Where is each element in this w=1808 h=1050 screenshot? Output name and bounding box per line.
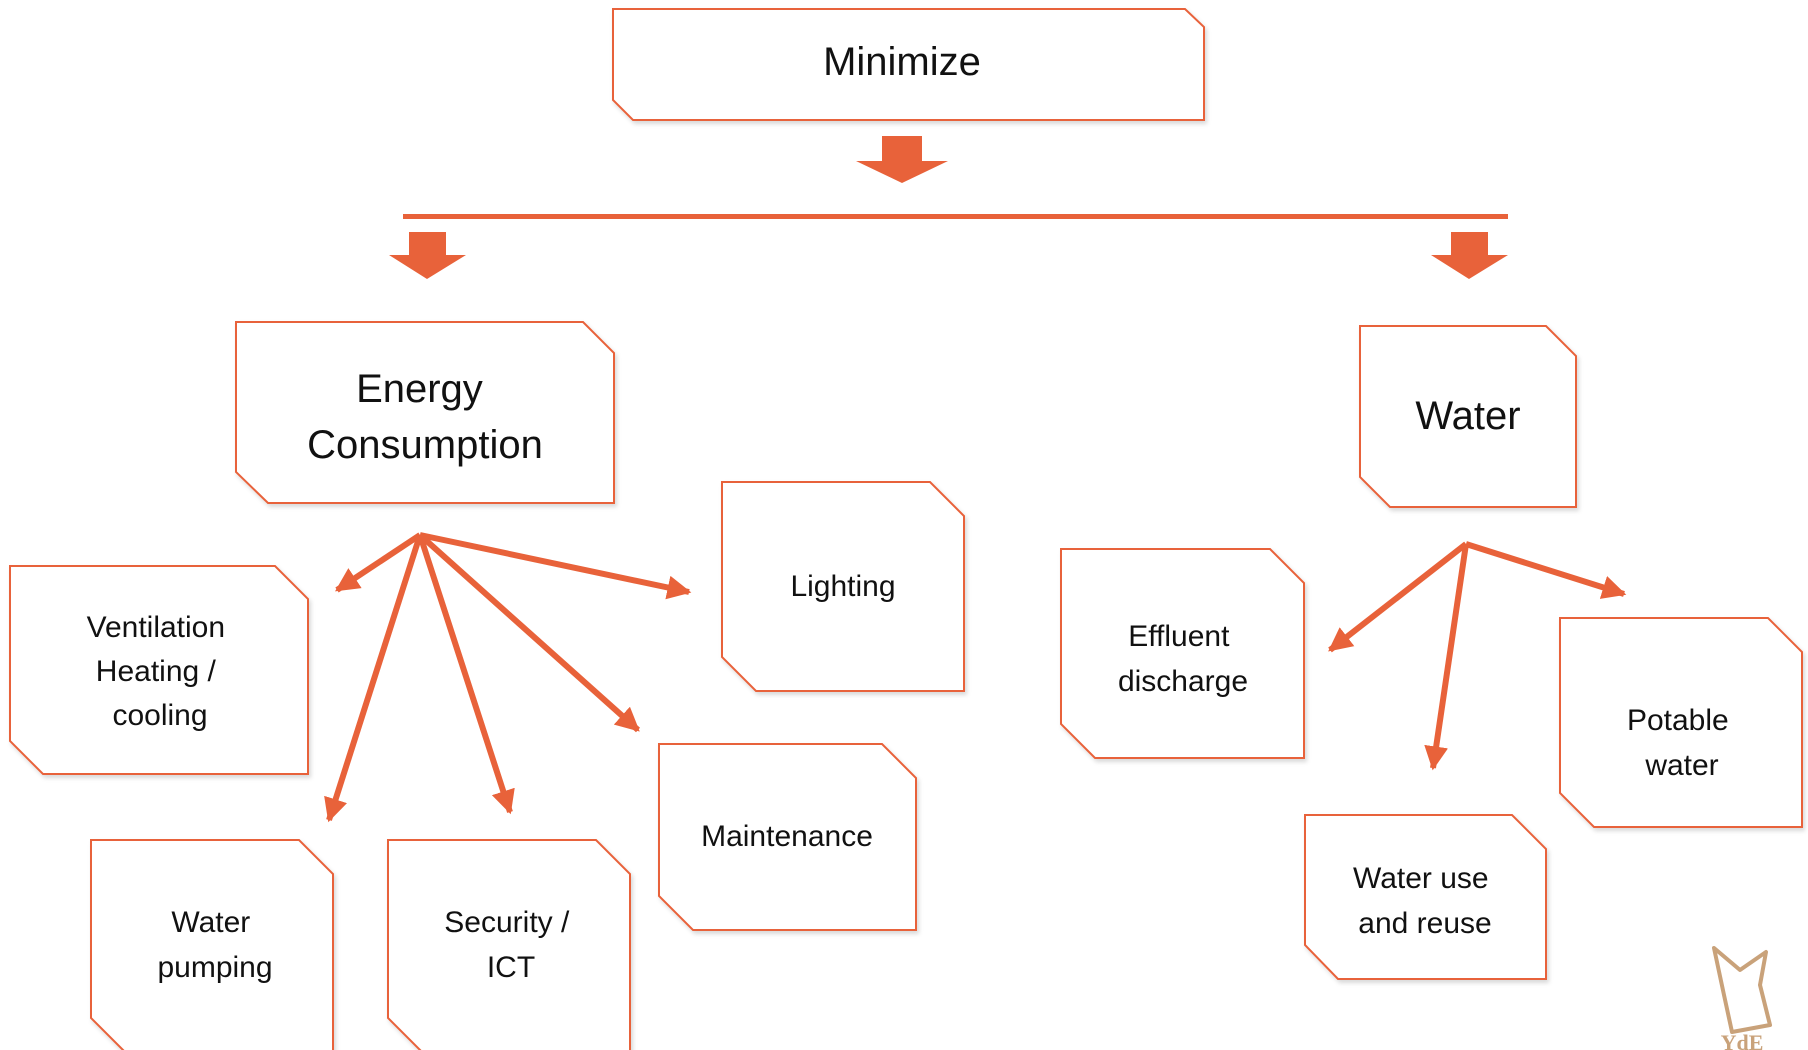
arrow-to-potable-water <box>1465 541 1627 599</box>
arrow-to-water-pumping <box>324 534 423 823</box>
node-effluent <box>1060 548 1305 759</box>
down-arrow-left <box>389 232 466 279</box>
arrow-to-ventilation <box>334 532 422 593</box>
node-maintenance-label: Maintenance <box>701 820 873 853</box>
arrow-to-maintenance <box>417 532 641 733</box>
node-potable-water-label: Potable water <box>1627 704 1737 782</box>
node-minimize-label: Minimize <box>823 40 981 84</box>
node-minimize <box>612 8 1205 121</box>
node-ventilation <box>9 565 309 775</box>
node-security-label: Security / ICT <box>444 906 577 984</box>
down-arrow-right <box>1431 232 1508 279</box>
node-water-pumping <box>90 839 334 1050</box>
node-potable-water <box>1559 617 1803 828</box>
node-water <box>1359 325 1577 508</box>
node-energy-consumption <box>235 321 615 504</box>
divider-line <box>403 214 1508 219</box>
arrow-to-lighting <box>419 532 692 600</box>
node-lighting <box>721 481 965 692</box>
arrow-to-effluent <box>1328 541 1468 653</box>
node-energy-consumption-label: Energy Consumption <box>307 367 543 467</box>
arrow-to-water-reuse <box>1424 543 1469 771</box>
node-maintenance <box>658 743 917 931</box>
node-ventilation-label: Ventilation Heating / cooling <box>87 611 234 732</box>
arrow-to-security <box>417 534 515 815</box>
node-water-reuse-label: Water use and reuse <box>1353 862 1497 940</box>
node-water-pumping-label: Water pumping <box>157 906 272 984</box>
node-security <box>387 839 631 1050</box>
logo-text: YdE <box>1721 1030 1764 1050</box>
node-effluent-label: Effluent discharge <box>1118 620 1248 698</box>
bird-logo-icon <box>1712 946 1772 1034</box>
node-lighting-label: Lighting <box>790 570 895 603</box>
node-water-reuse <box>1304 814 1547 980</box>
node-water-label: Water <box>1415 394 1520 438</box>
down-arrow-top <box>856 136 948 183</box>
